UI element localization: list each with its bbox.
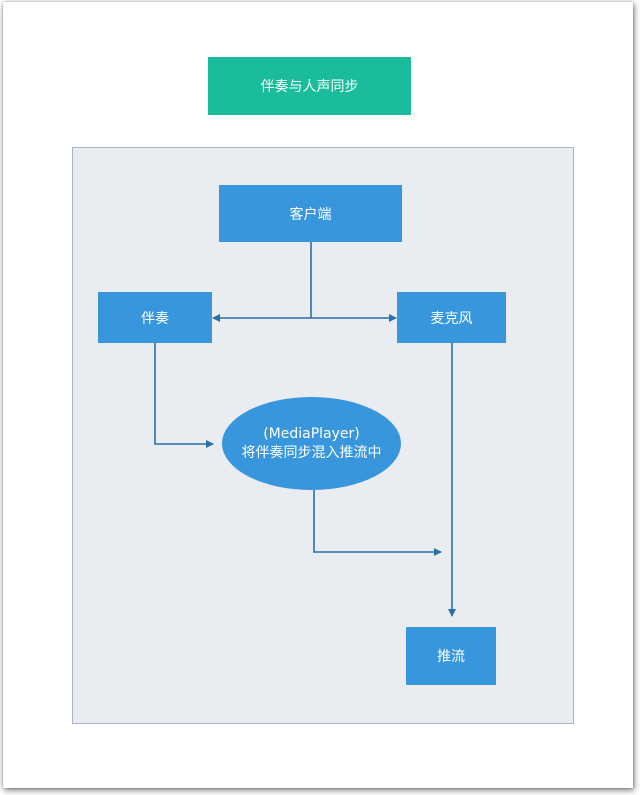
diagram-title: 伴奏与人声同步: [208, 57, 411, 115]
accompaniment-node: 伴奏: [98, 292, 212, 343]
mix-description-label: 将伴奏同步混入推流中: [241, 444, 382, 461]
client-node: 客户端: [219, 185, 402, 242]
push-stream-node: 推流: [406, 627, 496, 685]
microphone-node: 麦克风: [397, 292, 506, 343]
mediaplayer-mix-node: (MediaPlayer) 将伴奏同步混入推流中: [222, 397, 401, 490]
mediaplayer-label: (MediaPlayer): [263, 425, 360, 442]
